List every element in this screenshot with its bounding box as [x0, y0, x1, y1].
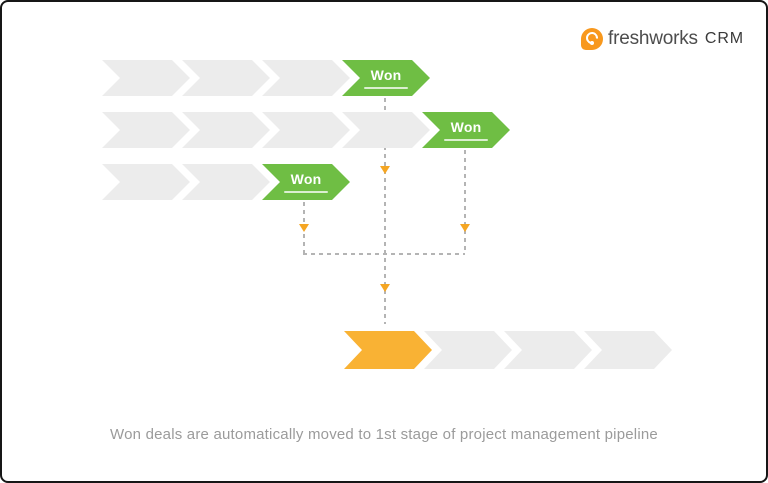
- arrow-down-icon: [380, 166, 390, 174]
- won-stage-label: Won: [450, 118, 482, 135]
- arrow-down-icon: [380, 284, 390, 292]
- pipeline-stage-empty: [342, 112, 430, 148]
- won-stage-underline: [284, 190, 328, 193]
- pipeline-stage-empty: [102, 112, 190, 148]
- pipeline-stage-empty: [504, 331, 592, 369]
- logo-brand-text: freshworks: [608, 28, 698, 49]
- caption-text: Won deals are automatically moved to 1st…: [110, 426, 658, 443]
- pipeline-stage-won: Won: [262, 164, 350, 200]
- sales-pipeline-row-2: Won: [102, 112, 510, 148]
- won-stage-label: Won: [370, 66, 402, 83]
- pipeline-stage-empty: [102, 60, 190, 96]
- freshworks-icon: [581, 28, 603, 50]
- pipeline-stage-empty: [182, 164, 270, 200]
- connector-vertical-from-won-1: [384, 98, 386, 324]
- pipeline-stage-empty: [262, 112, 350, 148]
- freshworks-logo: freshworks CRM: [581, 28, 744, 50]
- pipeline-stage-won: Won: [342, 60, 430, 96]
- sales-pipeline-row-1: Won: [102, 60, 430, 96]
- pipeline-stage-empty: [182, 60, 270, 96]
- logo-product-text: CRM: [704, 30, 744, 47]
- sales-pipeline-row-3: Won: [102, 164, 350, 200]
- won-stage-label: Won: [290, 170, 322, 187]
- pipeline-stage-active: [344, 331, 432, 369]
- pipeline-stage-empty: [182, 112, 270, 148]
- won-stage-underline: [444, 138, 488, 141]
- pipeline-stage-empty: [584, 331, 672, 369]
- arrow-down-icon: [460, 224, 470, 232]
- freshworks-icon-dot: [590, 41, 594, 45]
- project-pipeline-row: [344, 331, 672, 369]
- pipeline-stage-won: Won: [422, 112, 510, 148]
- connector-horizontal-join: [303, 253, 465, 255]
- pipeline-stage-empty: [262, 60, 350, 96]
- pipeline-stage-empty: [424, 331, 512, 369]
- connector-vertical-from-won-2: [464, 150, 466, 254]
- won-stage-underline: [364, 86, 408, 89]
- pipeline-stage-empty: [102, 164, 190, 200]
- arrow-down-icon: [299, 224, 309, 232]
